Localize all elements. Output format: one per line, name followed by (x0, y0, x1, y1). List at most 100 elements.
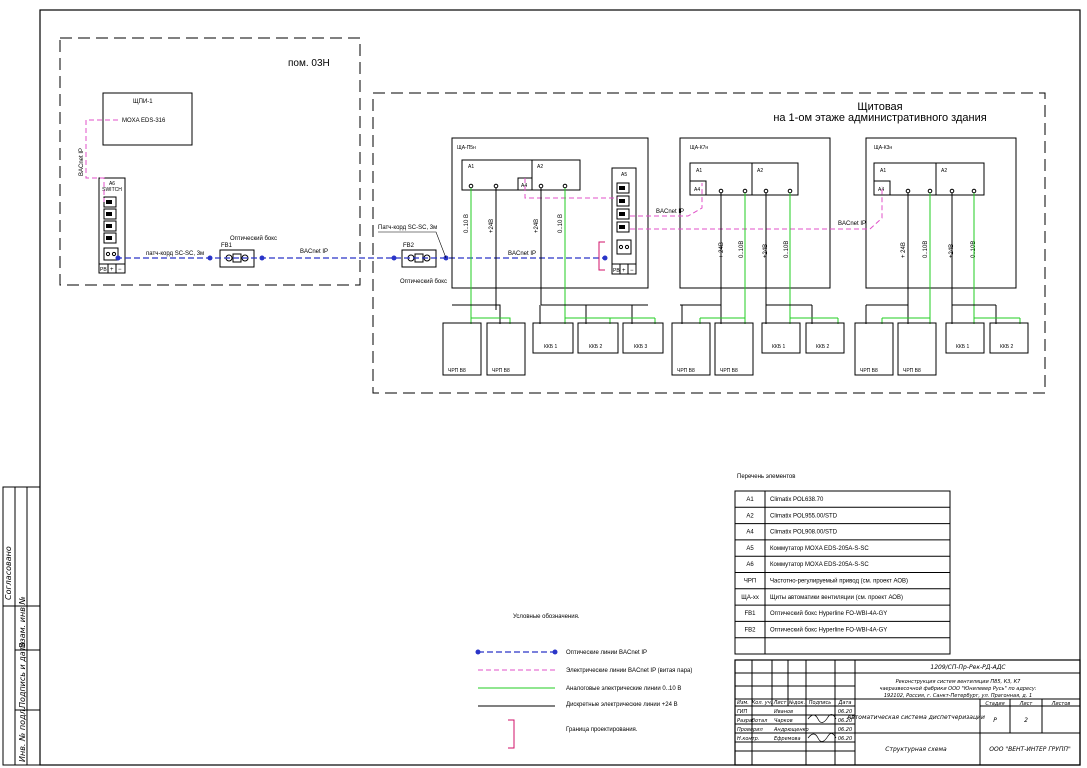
fb2-caption: Оптический бокс (400, 278, 447, 285)
cab1-v3: +24В (534, 219, 540, 233)
load-label: ККБ 2 (589, 344, 602, 350)
load-box (989, 322, 1029, 354)
elements-list-code: A4 (746, 530, 754, 536)
project-desc-3: 192102, Россия, г. Санкт-Петербург, ул. … (884, 693, 1032, 699)
signature-scribble (807, 733, 837, 742)
load-box (714, 322, 754, 376)
load-box (897, 322, 937, 376)
electric-line-shpi-a6 (85, 119, 118, 202)
cab1-a5-switch (611, 167, 637, 275)
load-box (486, 322, 526, 376)
switch-a6-line1: A6 (109, 181, 115, 187)
shpi-1-cabinet: ЩПИ-1 MOXA EDS-316 (102, 92, 193, 146)
cabinet-shcha-k3n: ЩА-К3н A1 A2 A4 + 24В 0..10В +24В 0..10В (865, 137, 1017, 289)
cab1-minus: − (630, 268, 634, 274)
cab2-v1: + 24В (719, 242, 725, 258)
cab3-v1: + 24В (901, 242, 907, 258)
project-desc-1: Реконструкция систем вентиляции П85, К3,… (896, 679, 1022, 685)
legend-discrete-label: Дискретные электрические линии +24 В (566, 702, 678, 708)
load-box (805, 322, 845, 354)
cab1-a1-label: A1 (468, 164, 474, 170)
patch-cord-left-label: патч-корд SC-SC, 3м (146, 251, 204, 257)
inv-original-label: Инв. № подл. (18, 707, 27, 762)
title-block-date: 06.20 (838, 709, 852, 715)
system-name: Автоматическая система диспетчеризации (846, 714, 985, 721)
panel-room-boundary (372, 92, 1046, 394)
cabinet-2-name: ЩА-К7н (690, 145, 708, 151)
load-box (577, 322, 619, 354)
legend-analog-label: Аналоговые электрические линии 0..10 В (566, 686, 681, 692)
elements-list-desc: Коммутатор MOXA EDS-205A-S-SC (770, 546, 869, 552)
load-box (532, 322, 574, 354)
legend-boundary-marker (508, 719, 515, 749)
title-block-role: Проверил (737, 727, 763, 733)
cab1-a2 (531, 159, 581, 191)
cab3-a4-label: A4 (878, 187, 884, 193)
cab1-v2: +24В (489, 219, 495, 233)
legend-boundary-label: Граница проектирования. (566, 727, 638, 733)
switch-a6-pb: PB (100, 267, 107, 273)
shpi-label: ЩПИ-1 (133, 99, 153, 105)
cab1-plus: + (622, 268, 626, 274)
load-label: ЧРП В8 (720, 368, 738, 374)
cab1-pb: PB (613, 268, 620, 274)
elements-list-title: Перечень элементов (737, 474, 795, 480)
elements-list-code: ЩА-хх (741, 595, 759, 601)
load-label: ЧРП В8 (677, 368, 695, 374)
cabinet-3-name: ЩА-К3н (874, 145, 892, 151)
elements-list-code: A5 (746, 546, 754, 552)
patch-cord-right-label: Патч-корд SC-SC, 3м (378, 225, 437, 231)
elements-list-code: ЧРП (744, 579, 756, 585)
elements-list-code: A6 (746, 562, 754, 568)
drawing-code: 1209/СП-Пр-Рек-РД-АДС (930, 664, 1006, 671)
agreed-label: Согласовано (4, 546, 13, 600)
load-box (945, 322, 985, 354)
load-label: ККБ 2 (1000, 344, 1013, 350)
title-block-name: Андрющенко (773, 727, 809, 733)
title-block-name: Чарков (774, 718, 793, 724)
cabinet-shcha-p5n: ЩА-П5н A1 A2 A4 A5 PB + − 0..10 В +24В +… (451, 137, 649, 289)
load-box (622, 322, 664, 354)
sheet-frame (39, 9, 1081, 766)
elements-list-desc: Climatix POL638.70 (770, 497, 824, 503)
bacnet-label-2: BACnet IP (508, 251, 536, 257)
cab2-a1-label: A1 (696, 168, 702, 174)
elements-list-desc: Climatix POL955.00/STD (770, 513, 838, 519)
fb2-label: FB2 (403, 243, 415, 249)
title-block-header: Кол. уч. (752, 700, 773, 706)
elements-list-desc: Climatix POL908.00/STD (770, 530, 838, 536)
title-block-name: Иванов (774, 709, 793, 715)
bacnet-label-4: BACnet IP (838, 221, 866, 227)
project-desc-2: чаеразвесочной фабрики ООО "Юнилевер Рус… (880, 686, 1037, 692)
sheet-value: 2 (1024, 717, 1028, 724)
elements-list-desc: Щиты автоматики вентиляции (см. проект А… (770, 595, 903, 601)
cab2-wiring (680, 193, 839, 324)
load-label: ККБ 1 (544, 344, 557, 350)
cab1-v1: 0..10 В (464, 214, 470, 233)
cab3-v2: 0..10В (923, 241, 929, 258)
bacnet-label-3: BACnet IP (656, 209, 684, 215)
elements-list-code: A2 (746, 513, 754, 519)
stage-value: Р (993, 717, 997, 724)
optical-line-main (115, 255, 608, 261)
title-block-header: №док. (788, 700, 805, 706)
cab1-a4-label: A4 (521, 183, 527, 189)
switch-a6-line2: SWITCH (102, 187, 122, 193)
load-box (854, 322, 894, 376)
cabinet-shcha-k7n: ЩА-К7н A1 A2 A4 + 24В 0..10В +24В 0..10В (679, 137, 831, 289)
cab3-wiring (865, 193, 1021, 324)
panel-room-title-2: на 1-ом этаже административного здания (773, 112, 986, 124)
load-label: ККБ 3 (634, 344, 647, 350)
legend-optical-label: Оптические линии BACnet IP (566, 650, 647, 656)
cab1-v4: 0..10 В (558, 214, 564, 233)
cab2-v4: 0..10В (784, 241, 790, 258)
load-label: ККБ 2 (816, 344, 829, 350)
load-label: ЧРП В8 (448, 368, 466, 374)
shpi-bacnet-label: BACnet IP (79, 148, 85, 176)
inv-replace-label: Взам. инв.№ (18, 596, 27, 648)
load-label: ККБ 1 (956, 344, 969, 350)
title-block-header: Изм. (737, 700, 749, 706)
cab3-a1-label: A1 (880, 168, 886, 174)
